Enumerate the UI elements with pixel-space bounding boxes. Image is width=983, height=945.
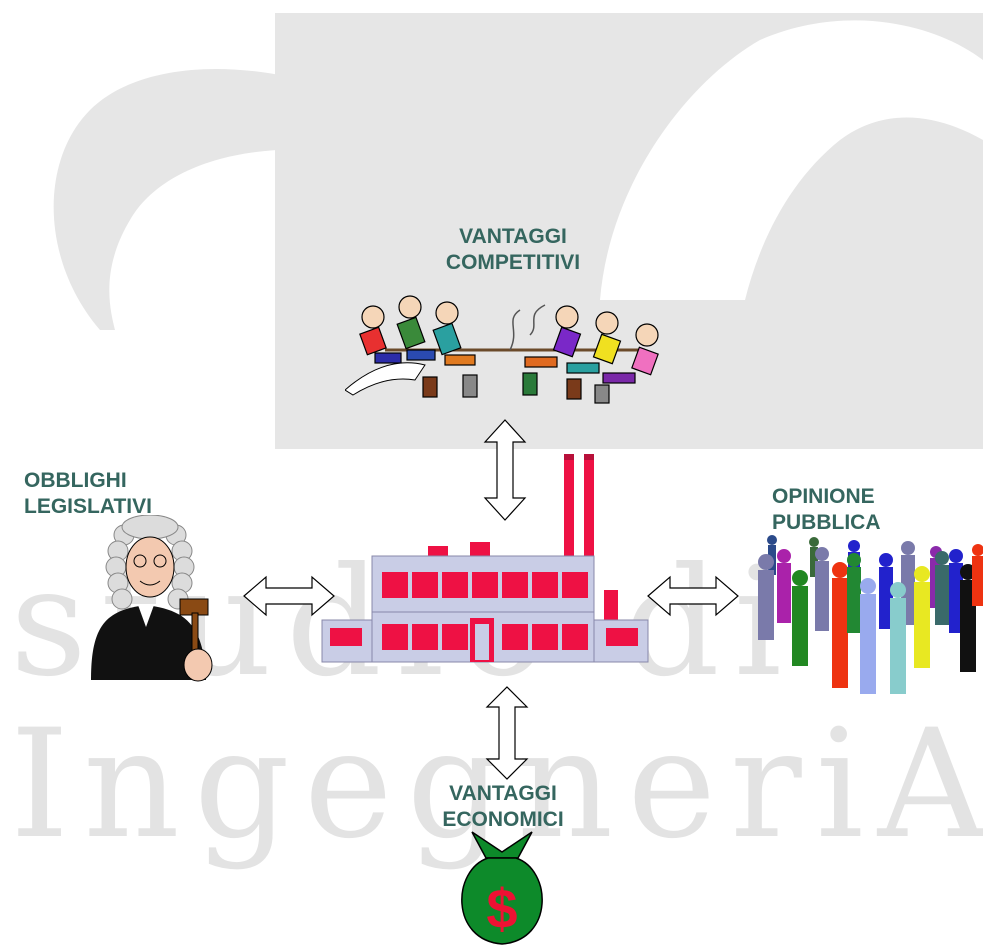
vertical-double-arrow-bottom — [485, 686, 529, 780]
tug-of-war-clipart-icon — [345, 295, 659, 404]
label-line: VANTAGGI — [449, 782, 557, 805]
label-vantaggi-economici: VANTAGGI ECONOMICI — [418, 781, 588, 833]
label-line: OBBLIGHI — [24, 469, 127, 492]
label-vantaggi-competitivi: VANTAGGI COMPETITIVI — [418, 224, 608, 276]
label-line: LEGISLATIVI — [24, 495, 152, 518]
factory-clipart-icon — [321, 454, 649, 663]
label-line: PUBBLICA — [772, 511, 881, 534]
crowd-clipart-icon — [758, 535, 983, 694]
judge-clipart-icon — [91, 515, 213, 682]
label-line: OPINIONE — [772, 485, 875, 508]
label-obblighi-legislativi: OBBLIGHI LEGISLATIVI — [24, 468, 152, 520]
dollar-sign: $ — [486, 877, 517, 940]
label-line: VANTAGGI — [459, 225, 567, 248]
horizontal-double-arrow-right — [647, 575, 739, 617]
swoosh-white — [600, 20, 983, 301]
vertical-double-arrow-top — [483, 419, 527, 521]
label-line: ECONOMICI — [442, 808, 564, 831]
swoosh-grey-left — [53, 68, 600, 330]
money-bag-icon: $ — [461, 831, 543, 945]
horizontal-double-arrow-left — [243, 575, 335, 617]
label-opinione-pubblica: OPINIONE PUBBLICA — [772, 484, 881, 536]
watermark-line-2: IngegneriA — [10, 698, 983, 872]
label-line: COMPETITIVI — [445, 251, 581, 274]
